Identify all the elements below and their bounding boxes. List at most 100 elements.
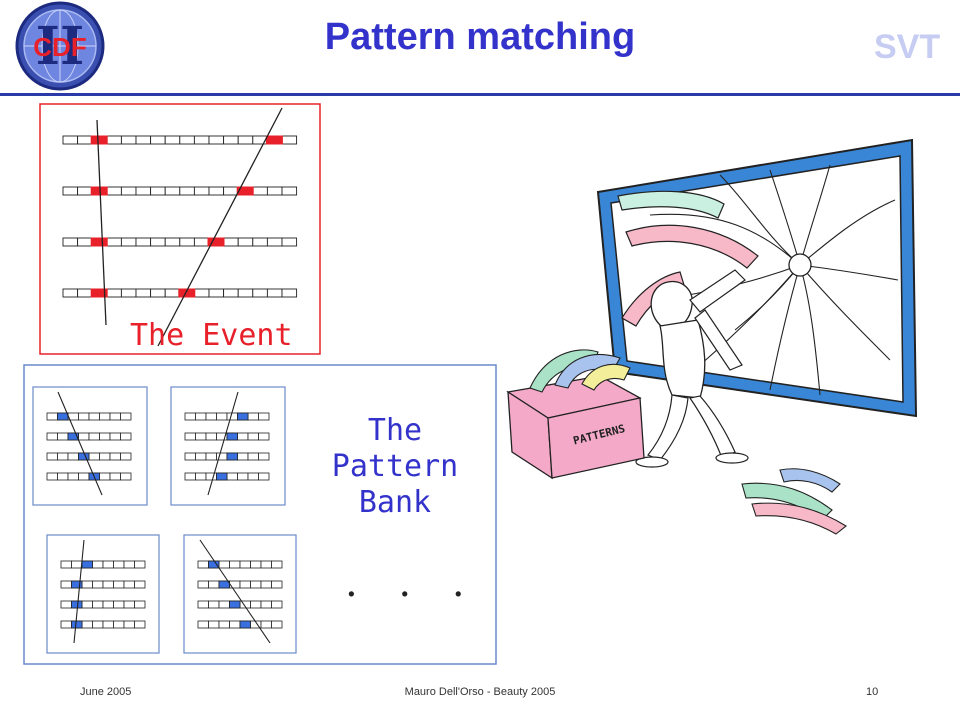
pattern-cell — [205, 472, 217, 481]
hit-marker — [236, 186, 254, 196]
detector-cell — [150, 237, 166, 247]
detector-cell — [106, 186, 122, 196]
pattern-cell — [197, 620, 209, 629]
pattern-hit — [71, 620, 83, 629]
pattern-cell — [195, 472, 207, 481]
hit-marker — [265, 135, 283, 145]
pattern-cell — [46, 452, 58, 461]
pattern-hit — [239, 620, 251, 629]
pattern-hit — [226, 452, 238, 461]
pattern-cell — [134, 620, 146, 629]
pattern-card — [32, 386, 148, 506]
pattern-cell — [218, 600, 230, 609]
detector-cell — [237, 237, 254, 247]
detector-cell — [193, 288, 210, 298]
pattern-cell — [184, 472, 196, 481]
pattern-cell — [229, 580, 241, 589]
logo-text: CDF — [33, 32, 86, 62]
logo-roman: II — [36, 16, 85, 77]
detector-cell — [281, 186, 298, 196]
pattern-cell — [113, 560, 125, 569]
pattern-cell — [71, 560, 83, 569]
pattern-cell — [205, 452, 217, 461]
pattern-hit — [237, 412, 249, 421]
svt-label: SVT — [874, 28, 941, 66]
pattern-cell — [250, 580, 262, 589]
detector-cell — [223, 135, 239, 145]
pattern-card — [183, 534, 297, 654]
pattern-cell — [271, 620, 283, 629]
slide-title: Pattern matching — [324, 16, 636, 58]
pattern-cell — [92, 600, 104, 609]
detector-cell — [266, 186, 283, 196]
pattern-cell — [226, 472, 238, 481]
pattern-cell — [208, 620, 220, 629]
pattern-cell — [208, 580, 220, 589]
detector-cell — [193, 237, 210, 247]
pattern-cell — [237, 472, 249, 481]
detector-cell — [252, 288, 268, 298]
pattern-cell — [260, 580, 272, 589]
pattern-cell — [184, 432, 196, 441]
pattern-cell — [271, 600, 283, 609]
pattern-bank-label: The Pattern Bank — [300, 413, 490, 521]
pattern-cell — [113, 580, 125, 589]
pattern-cell — [60, 580, 72, 589]
detector-cell — [179, 237, 195, 247]
pattern-cell — [247, 472, 259, 481]
pattern-cell — [120, 472, 132, 481]
hit-marker — [178, 288, 196, 298]
detector-cell — [150, 288, 166, 298]
pattern-cell — [229, 620, 241, 629]
pattern-cell — [92, 620, 104, 629]
pattern-hit — [71, 580, 83, 589]
detector-cell — [223, 288, 239, 298]
pattern-cell — [216, 412, 228, 421]
detector-cell — [237, 135, 254, 145]
pattern-cell — [247, 452, 259, 461]
pattern-cell — [120, 452, 132, 461]
detector-cell — [281, 237, 298, 247]
pattern-cell — [46, 412, 58, 421]
detector-cell — [135, 237, 152, 247]
detector-cell — [120, 288, 137, 298]
detector-cell — [62, 288, 79, 298]
pattern-cell — [81, 600, 93, 609]
detector-cell — [135, 186, 152, 196]
detector-cell — [193, 186, 210, 196]
event-label: The Event — [130, 318, 293, 353]
pattern-cell — [99, 452, 111, 461]
pattern-cell — [271, 580, 283, 589]
detector-cell — [208, 186, 225, 196]
pattern-cell — [205, 412, 217, 421]
pattern-cell — [92, 560, 104, 569]
pattern-cell — [67, 452, 79, 461]
detector-cell — [77, 186, 93, 196]
pattern-cell — [197, 600, 209, 609]
pattern-cell — [260, 600, 272, 609]
pattern-cell — [120, 412, 132, 421]
detector-cell — [77, 135, 93, 145]
pattern-cell — [247, 432, 259, 441]
pattern-cell — [134, 600, 146, 609]
detector-cell — [252, 186, 268, 196]
pattern-bank-label-line1: The Pattern — [331, 413, 459, 484]
detector-cell — [164, 288, 181, 298]
pattern-cell — [226, 412, 238, 421]
pattern-card — [46, 534, 160, 654]
pattern-cell — [260, 620, 272, 629]
detector-cell — [62, 135, 79, 145]
detector-cell — [106, 237, 122, 247]
title-rule — [0, 93, 960, 96]
pattern-cell — [258, 472, 270, 481]
pattern-cell — [46, 472, 58, 481]
detector-cell — [120, 135, 137, 145]
pattern-cell — [258, 412, 270, 421]
detector-cell — [193, 135, 210, 145]
hit-marker — [207, 237, 225, 247]
pattern-cell — [197, 560, 209, 569]
pattern-cell — [78, 472, 90, 481]
pattern-hit — [57, 412, 69, 421]
detector-cell — [208, 135, 225, 145]
